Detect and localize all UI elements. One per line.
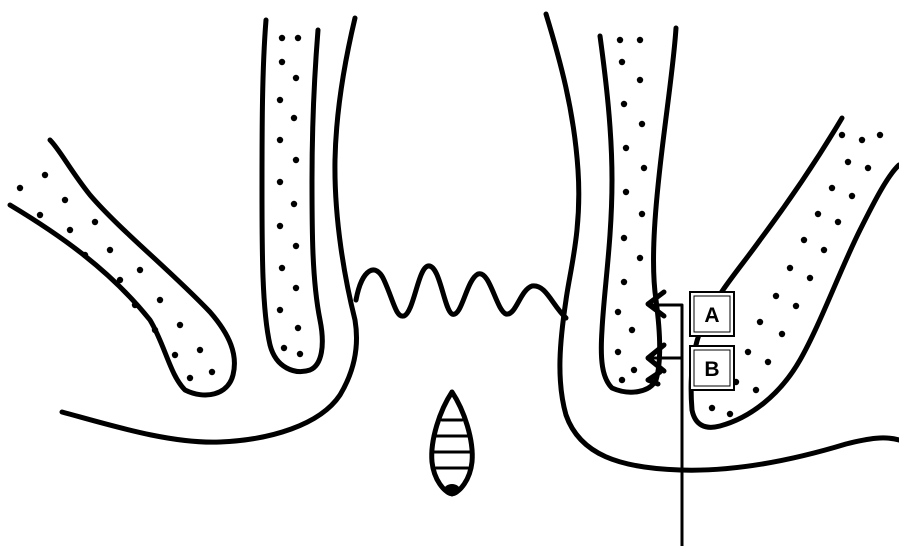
stipple-dot xyxy=(821,247,827,253)
label-b: B xyxy=(690,346,734,390)
stipple-dot xyxy=(619,377,625,383)
stipple-dot xyxy=(277,137,283,143)
left-column-dots xyxy=(277,35,303,357)
left-column-tissue xyxy=(262,20,322,372)
label-a: A xyxy=(690,292,734,336)
stipple-dot xyxy=(197,347,203,353)
stipple-dot xyxy=(293,75,299,81)
stipple-dot xyxy=(209,369,215,375)
spindle-structure xyxy=(432,392,473,496)
right-column-tissue xyxy=(600,28,676,392)
stipple-dot xyxy=(172,352,178,358)
stipple-dot xyxy=(745,349,751,355)
stipple-dot xyxy=(107,247,113,253)
stipple-dot xyxy=(779,331,785,337)
stipple-dot xyxy=(617,37,623,43)
stipple-dot xyxy=(291,201,297,207)
stipple-dot xyxy=(835,219,841,225)
stipple-dot xyxy=(753,387,759,393)
stipple-dot xyxy=(295,35,301,41)
stipple-dot xyxy=(623,189,629,195)
wavy-membrane xyxy=(356,266,566,318)
left-lower-tissue xyxy=(10,140,234,395)
stipple-dot xyxy=(637,255,643,261)
stipple-dot xyxy=(132,302,138,308)
pointer-lines xyxy=(648,292,682,546)
stipple-dot xyxy=(801,237,807,243)
stipple-dot xyxy=(42,172,48,178)
stipple-dot xyxy=(187,375,193,381)
stipple-dot xyxy=(279,59,285,65)
stipple-dot xyxy=(615,349,621,355)
stipple-dot xyxy=(639,211,645,217)
stipple-dot xyxy=(82,252,88,258)
stipple-dot xyxy=(291,115,297,121)
right-column-dots xyxy=(615,37,647,383)
label-b-text: B xyxy=(704,358,719,381)
stipple-dot xyxy=(277,179,283,185)
stipple-dot xyxy=(623,145,629,151)
stipple-dot xyxy=(37,212,43,218)
stipple-dot xyxy=(621,235,627,241)
stipple-dot xyxy=(279,265,285,271)
stipple-dot xyxy=(117,277,123,283)
stipple-dot xyxy=(277,307,283,313)
stipple-dot xyxy=(295,325,301,331)
stipple-dot xyxy=(727,411,733,417)
stipple-dot xyxy=(639,121,645,127)
stipple-dot xyxy=(629,327,635,333)
stipple-dot xyxy=(615,309,621,315)
stipple-dot xyxy=(277,223,283,229)
stipple-dot xyxy=(845,159,851,165)
stipple-dot xyxy=(637,77,643,83)
stipple-dot xyxy=(137,267,143,273)
stipple-dot xyxy=(293,243,299,249)
stipple-dot xyxy=(839,132,845,138)
stipple-dot xyxy=(152,327,158,333)
stipple-dot xyxy=(17,185,23,191)
stipple-dot xyxy=(279,35,285,41)
stipple-dot xyxy=(67,227,73,233)
stipple-dot xyxy=(877,132,883,138)
stipple-dot xyxy=(773,293,779,299)
stipple-dot xyxy=(765,359,771,365)
stipple-dot xyxy=(62,197,68,203)
stipple-dot xyxy=(293,285,299,291)
stipple-dot xyxy=(793,303,799,309)
stipple-dot xyxy=(757,319,763,325)
stipple-dot xyxy=(849,193,855,199)
stipple-dot xyxy=(293,157,299,163)
stipple-dot xyxy=(621,101,627,107)
stipple-dot xyxy=(631,367,637,373)
stipple-dot xyxy=(815,211,821,217)
stipple-dot xyxy=(637,37,643,43)
stipple-dot xyxy=(859,137,865,143)
stipple-dot xyxy=(829,185,835,191)
stipple-dot xyxy=(787,265,793,271)
stipple-dot xyxy=(709,405,715,411)
stipple-dot xyxy=(297,351,303,357)
stipple-dot xyxy=(157,297,163,303)
stipple-dot xyxy=(865,165,871,171)
stipple-dot xyxy=(807,275,813,281)
right-wall-line xyxy=(546,14,899,470)
stipple-dot xyxy=(621,279,627,285)
stipple-dot xyxy=(281,345,287,351)
stipple-dot xyxy=(277,97,283,103)
stipple-dot xyxy=(92,219,98,225)
stipple-dot xyxy=(641,165,647,171)
left-lower-dots xyxy=(17,172,215,381)
stipple-dot xyxy=(177,322,183,328)
stipple-dot xyxy=(619,59,625,65)
label-a-text: A xyxy=(704,304,719,327)
